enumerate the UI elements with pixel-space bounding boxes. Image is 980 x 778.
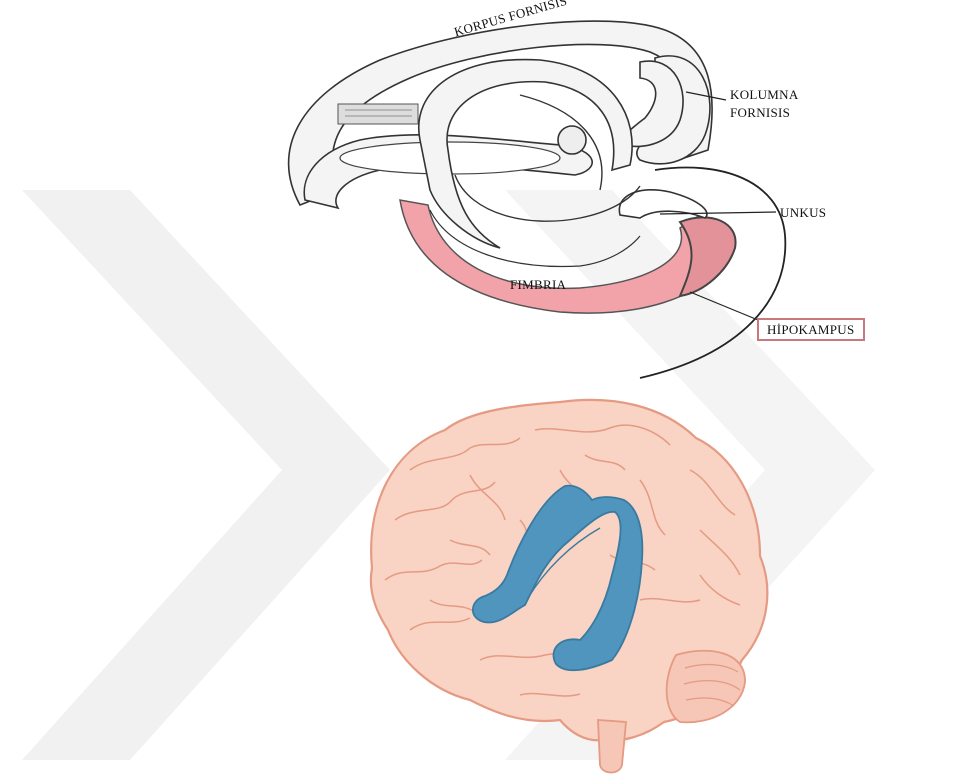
label-unkus: UNKUS: [780, 204, 826, 221]
cerebellum: [667, 651, 745, 723]
label-fimbria: FIMBRIA: [510, 276, 566, 293]
label-kolumna-fornisis-2: FORNISIS: [730, 104, 790, 121]
brainstem: [598, 720, 626, 773]
label-hipokampus: HİPOKAMPUS: [757, 318, 865, 341]
watermark-left-chevron: [22, 190, 390, 760]
mammillary-bulb: [558, 126, 586, 154]
brain-illustration: [371, 400, 767, 773]
hatch-band: [338, 104, 418, 124]
label-kolumna-fornisis-1: KOLUMNA: [730, 86, 799, 103]
